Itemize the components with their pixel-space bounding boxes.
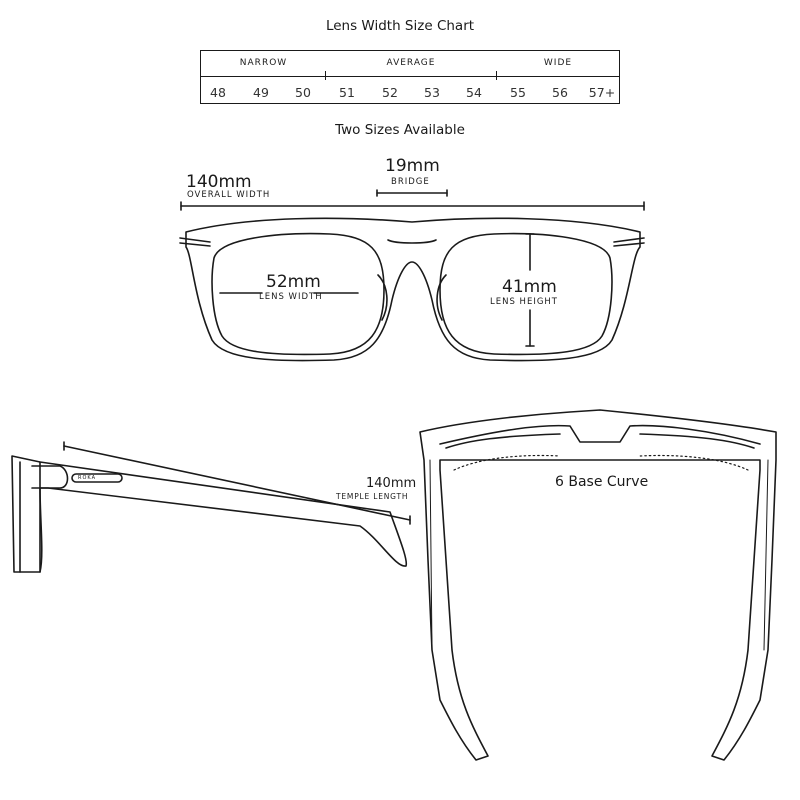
size-value: 54 <box>466 85 482 100</box>
size-chart-table: NARROW AVERAGE WIDE 48 49 50 51 52 53 54… <box>200 50 620 104</box>
temple-length-value: 140mm <box>366 476 417 491</box>
base-curve-label: 6 Base Curve <box>555 474 649 490</box>
size-value: 56 <box>552 85 568 100</box>
left-lens <box>211 232 385 356</box>
category-divider <box>496 71 497 80</box>
right-nose-pad <box>436 274 447 321</box>
overall-width-value: 140mm <box>186 172 252 192</box>
size-value: 49 <box>253 85 269 100</box>
lens-height-value: 41mm <box>502 277 557 297</box>
bridge-label: BRIDGE <box>391 177 430 187</box>
side-view-temple <box>11 455 408 573</box>
base-curve-arcs <box>453 454 749 471</box>
left-nose-pad <box>377 274 388 321</box>
bridge <box>387 239 437 244</box>
temple-logo: ROKA <box>78 475 97 481</box>
sizes-available-note: Two Sizes Available <box>335 122 465 138</box>
size-value: 57+ <box>588 85 616 100</box>
temple-length-dimension-line <box>63 441 411 525</box>
size-value: 48 <box>210 85 226 100</box>
size-category-row: NARROW AVERAGE WIDE <box>201 51 619 80</box>
lens-height-dimension-line <box>525 233 535 347</box>
front-view-frame <box>179 217 645 362</box>
category-wide: WIDE <box>543 58 573 68</box>
temple-length-label: TEMPLE LENGTH <box>336 492 409 501</box>
top-view-frame <box>419 409 777 761</box>
category-divider <box>325 71 326 80</box>
category-average: AVERAGE <box>386 58 436 68</box>
category-narrow: NARROW <box>239 58 288 68</box>
chart-title: Lens Width Size Chart <box>325 18 475 34</box>
lens-width-label: LENS WIDTH <box>259 292 323 302</box>
size-value: 53 <box>424 85 440 100</box>
size-value: 55 <box>510 85 526 100</box>
lens-width-value: 52mm <box>266 272 321 292</box>
size-value: 50 <box>295 85 311 100</box>
bridge-dimension-line <box>376 189 448 197</box>
lens-height-label: LENS HEIGHT <box>490 297 559 307</box>
size-value: 52 <box>382 85 398 100</box>
overall-width-dimension-line <box>180 201 645 211</box>
overall-width-label: OVERALL WIDTH <box>187 190 271 200</box>
right-lens <box>439 232 613 356</box>
size-value: 51 <box>339 85 355 100</box>
bridge-value: 19mm <box>385 156 440 176</box>
